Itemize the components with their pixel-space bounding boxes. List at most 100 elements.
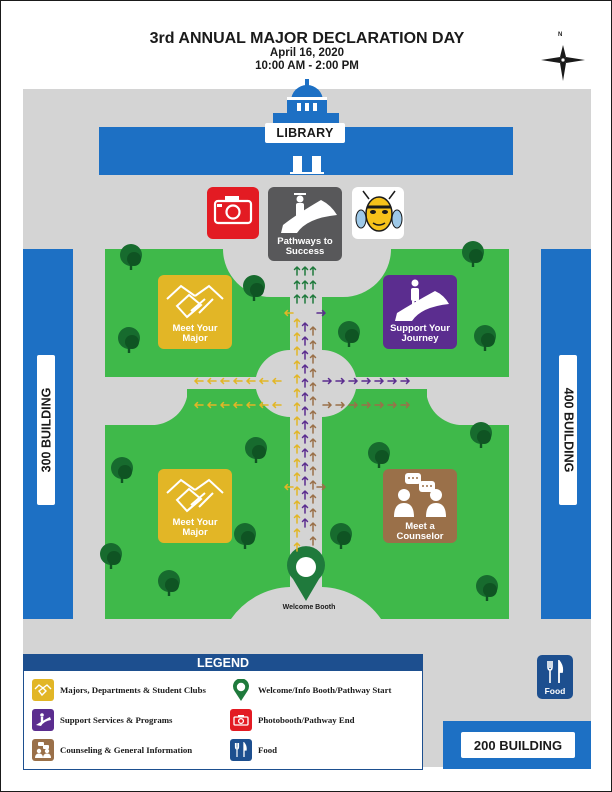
arrow-icon — [322, 401, 333, 409]
arrow-icon — [309, 409, 317, 420]
arrow-icon — [219, 377, 230, 385]
graduate-icon — [294, 193, 306, 226]
pathways-tile — [268, 187, 342, 261]
pathways-label: Pathways to Success — [277, 236, 333, 257]
arrow-icon — [293, 457, 301, 468]
tree-icon — [100, 543, 122, 569]
arrow-icon — [293, 373, 301, 384]
arrow-icon — [309, 353, 317, 364]
arrow-icon — [271, 401, 282, 409]
arrow-icon — [309, 367, 317, 378]
arrow-icon — [293, 541, 301, 552]
arrow-icon — [316, 309, 327, 317]
fork-knife-icon — [547, 660, 564, 683]
arrow-icon — [293, 401, 301, 412]
arrow-icon — [293, 293, 301, 304]
arrow-icon — [245, 377, 256, 385]
arrow-icon — [301, 461, 309, 472]
arrow-icon — [309, 423, 317, 434]
handshake-icon — [166, 284, 224, 319]
building-400-text: 400 BUILDING — [561, 387, 575, 473]
arrow-icon — [293, 443, 301, 454]
legend-item-food: Food — [230, 739, 277, 761]
tree-icon — [368, 442, 390, 468]
arrow-icon — [258, 377, 269, 385]
mascot-tile — [352, 187, 404, 239]
tree-icon — [120, 244, 142, 270]
arrow-icon — [293, 429, 301, 440]
arrow-icon — [335, 401, 346, 409]
legend-item-majors: Majors, Departments & Student Clubs — [32, 679, 206, 701]
arrow-icon — [309, 465, 317, 476]
arrow-icon — [301, 265, 309, 276]
arrow-icon — [301, 433, 309, 444]
legend-label-food: Food — [258, 745, 278, 755]
building-300-label: 300 BUILDING — [37, 355, 55, 505]
tree-icon — [111, 457, 133, 483]
arrow-icon — [309, 451, 317, 462]
arrow-icon — [293, 265, 301, 276]
arrow-icon — [400, 401, 411, 409]
building-300-text: 300 BUILDING — [39, 387, 53, 473]
meet-major-top-label: Meet Your Major — [172, 323, 218, 344]
arrow-icon — [271, 377, 282, 385]
tree-icon — [234, 523, 256, 549]
arrow-icon — [348, 401, 359, 409]
arrow-icon — [322, 377, 333, 385]
arrow-icon — [301, 293, 309, 304]
map-pin-icon — [230, 679, 252, 701]
tree-icon — [118, 327, 140, 353]
arrow-icon — [348, 377, 359, 385]
pathway-arrows — [193, 265, 411, 552]
compass-icon — [541, 45, 585, 81]
counselor-label: Meet a Counselor — [396, 521, 444, 542]
tree-icon — [158, 570, 180, 596]
arrow-icon — [293, 387, 301, 398]
arrow-icon — [301, 349, 309, 360]
welcome-pin-icon — [287, 546, 325, 601]
event-date: April 16, 2020 — [269, 47, 345, 59]
arrow-icon — [361, 377, 372, 385]
arrow-icon — [301, 489, 309, 500]
meet-major-top-tile — [158, 275, 232, 349]
arrow-icon — [309, 507, 317, 518]
building-200-label: 200 BUILDING — [461, 732, 575, 758]
arrow-icon — [293, 279, 301, 290]
arrow-icon — [309, 521, 317, 532]
person-icon — [411, 279, 419, 310]
tree-icon — [476, 575, 498, 601]
arrow-icon — [301, 335, 309, 346]
arrow-icon — [309, 437, 317, 448]
arrow-icon — [293, 331, 301, 342]
arrow-icon — [245, 401, 256, 409]
tree-icon — [245, 437, 267, 463]
support-label: Support Your Journey — [390, 323, 450, 344]
arrow-icon — [309, 493, 317, 504]
tree-icon — [338, 321, 360, 347]
arrow-icon — [301, 405, 309, 416]
arrow-icon — [283, 309, 294, 317]
arrow-icon — [374, 377, 385, 385]
arrow-icon — [309, 535, 317, 546]
arrow-icon — [301, 517, 309, 528]
arrow-icon — [283, 483, 294, 491]
arrow-icon — [301, 321, 309, 332]
arrow-icon — [387, 377, 398, 385]
page-title: 3rd ANNUAL MAJOR DECLARATION DAY — [149, 30, 465, 47]
food-badge: Food — [537, 655, 573, 699]
food-label: Food — [544, 686, 566, 696]
arrow-icon — [219, 401, 230, 409]
trees — [100, 241, 498, 601]
arrow-icon — [301, 377, 309, 388]
legend-label-majors: Majors, Departments & Student Clubs — [60, 685, 206, 695]
tree-icon — [243, 275, 265, 301]
arrow-icon — [293, 485, 301, 496]
arrow-icon — [316, 483, 327, 491]
arrow-icon — [193, 377, 204, 385]
arrow-icon — [293, 345, 301, 356]
building-400-label: 400 BUILDING — [559, 355, 577, 505]
arrow-icon — [309, 381, 317, 392]
legend-item-counseling: Counseling & General Information — [32, 739, 192, 761]
arrow-icon — [361, 401, 372, 409]
counselor-tile — [383, 469, 457, 543]
